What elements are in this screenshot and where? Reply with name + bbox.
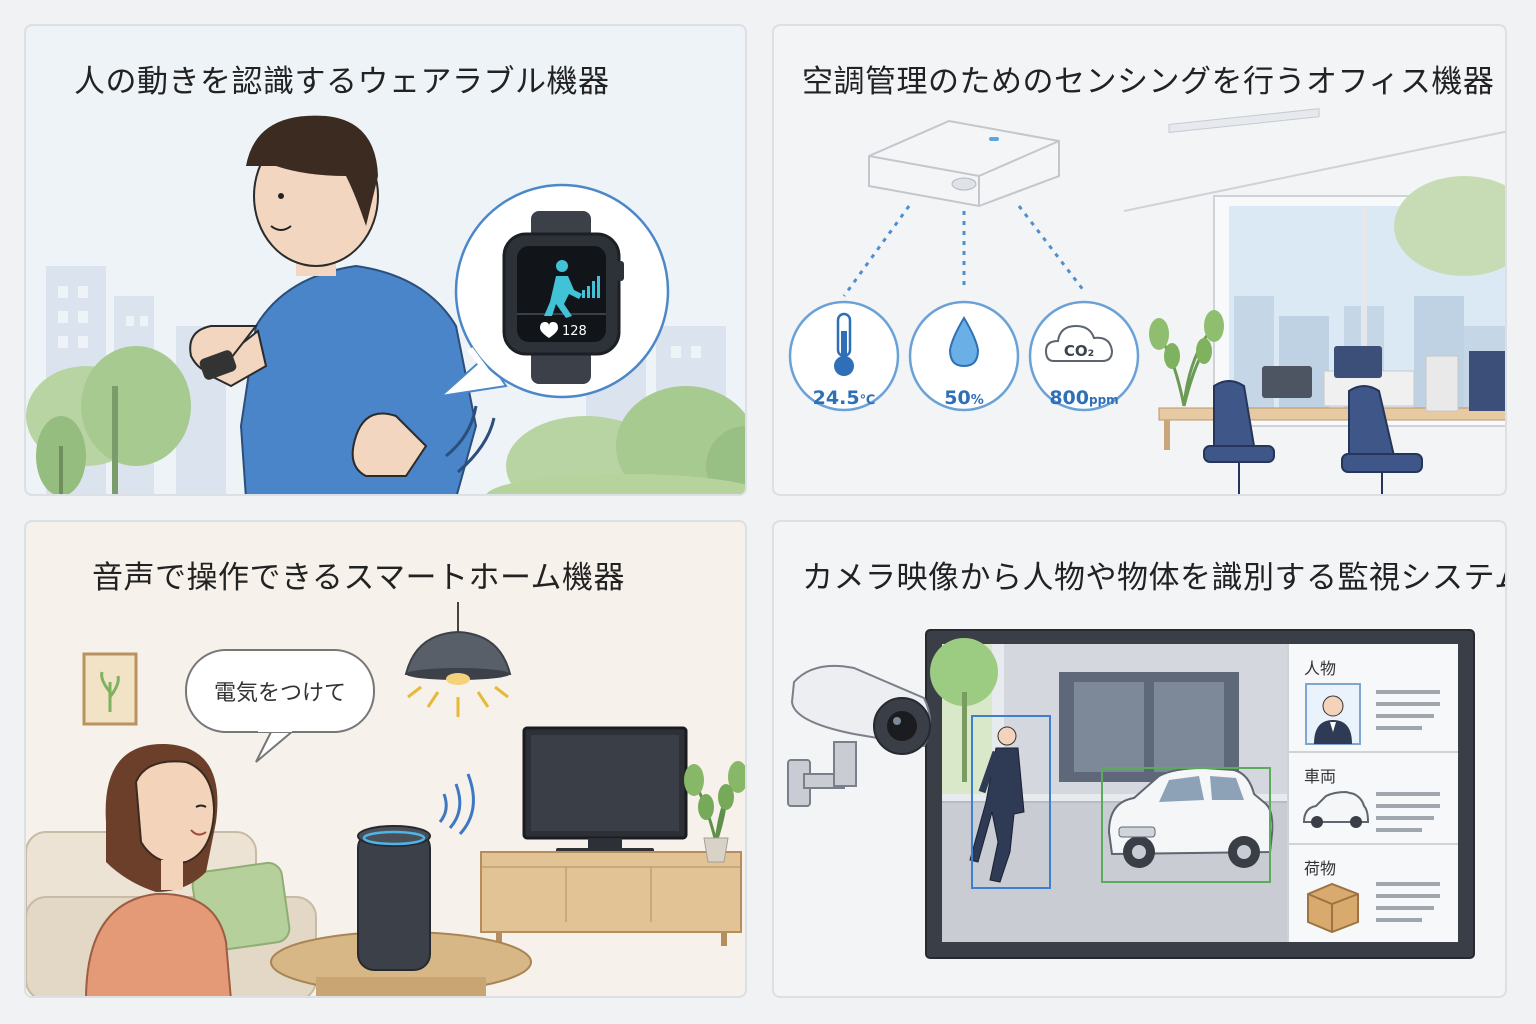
runner-person xyxy=(189,115,496,494)
office-title: 空調管理のためのセンシングを行うオフィス機器 xyxy=(802,64,1495,100)
office-chairs xyxy=(1203,380,1423,494)
woman-person xyxy=(85,743,232,996)
svg-text:50%: 50% xyxy=(944,387,983,409)
smarthome-title: 音声で操作できるスマートホーム機器 xyxy=(92,560,626,596)
svg-text:800ppm: 800ppm xyxy=(1049,387,1118,409)
speech-bubble xyxy=(185,649,375,763)
person-detection-box xyxy=(971,715,1051,889)
co2-sensor-badge: CO₂ 800ppm xyxy=(1028,300,1140,412)
bar-chart-icon xyxy=(582,276,600,298)
smarthome-illustration: 電気をつけて xyxy=(26,602,745,996)
co2-cloud-icon xyxy=(1044,324,1114,362)
co2-unit: ppm xyxy=(1089,393,1119,407)
wearable-panel: 人の動きを認識するウェアラブル機器 xyxy=(24,24,747,496)
surveillance-illustration: 人物 車両 荷物 xyxy=(787,629,1475,959)
heart-rate-value: 128 xyxy=(562,324,587,339)
car xyxy=(1107,766,1274,868)
security-camera xyxy=(787,664,931,807)
humidity-unit: % xyxy=(971,393,984,408)
wall-picture-frame xyxy=(82,652,138,726)
tv-cabinet xyxy=(480,851,742,946)
vehicle-info-lines xyxy=(1376,792,1440,832)
television xyxy=(522,726,688,854)
thermometer-icon xyxy=(834,312,854,376)
heart-icon xyxy=(540,322,558,338)
detection-label-vehicle: 車両 xyxy=(1304,767,1336,786)
temperature-value: 24.5 xyxy=(813,387,860,409)
co2-value: 800 xyxy=(1049,387,1089,409)
package-icon xyxy=(1307,882,1359,934)
temperature-unit: ℃ xyxy=(860,393,876,408)
walking-person xyxy=(969,726,1025,883)
package-info-lines xyxy=(1376,882,1440,922)
trees xyxy=(26,346,745,494)
potted-plant xyxy=(684,761,745,863)
signal-lines xyxy=(842,205,1086,297)
humidity-value: 50 xyxy=(944,387,970,409)
running-person-icon xyxy=(544,260,582,318)
co2-label: CO₂ xyxy=(1064,342,1094,360)
office-illustration: 24.5℃ 50% CO₂ 800ppm xyxy=(788,108,1505,494)
humidity-sensor-badge: 50% xyxy=(908,300,1020,412)
speech-text: 電気をつけて xyxy=(214,681,346,706)
sound-waves-icon xyxy=(438,773,475,836)
smartwatch-small xyxy=(199,350,237,380)
svg-text:24.5℃: 24.5℃ xyxy=(813,387,876,409)
detection-label-package: 荷物 xyxy=(1304,859,1336,878)
ceiling-lamp xyxy=(404,602,512,717)
surveillance-panel: カメラ映像から人物や物体を識別する監視システム xyxy=(772,520,1507,998)
surveillance-title: カメラ映像から人物や物体を識別する監視システム xyxy=(802,560,1507,596)
office-panel: 空調管理のためのセンシングを行うオフィス機器 xyxy=(772,24,1507,496)
vehicle-detection-box xyxy=(1101,767,1271,883)
smart-speaker xyxy=(357,773,475,971)
office-plant xyxy=(1149,310,1224,407)
water-drop-icon xyxy=(948,316,980,368)
person-info-lines xyxy=(1376,690,1440,730)
smarthome-panel: 音声で操作できるスマートホーム機器 電気をつけて xyxy=(24,520,747,998)
wearable-illustration: 128 xyxy=(26,115,745,494)
ceiling-sensor-device xyxy=(868,119,1060,208)
temperature-sensor-badge: 24.5℃ xyxy=(788,300,900,412)
detection-label-person: 人物 xyxy=(1304,659,1336,678)
wearable-title: 人の動きを認識するウェアラブル機器 xyxy=(74,64,610,100)
car-icon xyxy=(1302,790,1370,828)
person-portrait-icon xyxy=(1305,683,1361,745)
